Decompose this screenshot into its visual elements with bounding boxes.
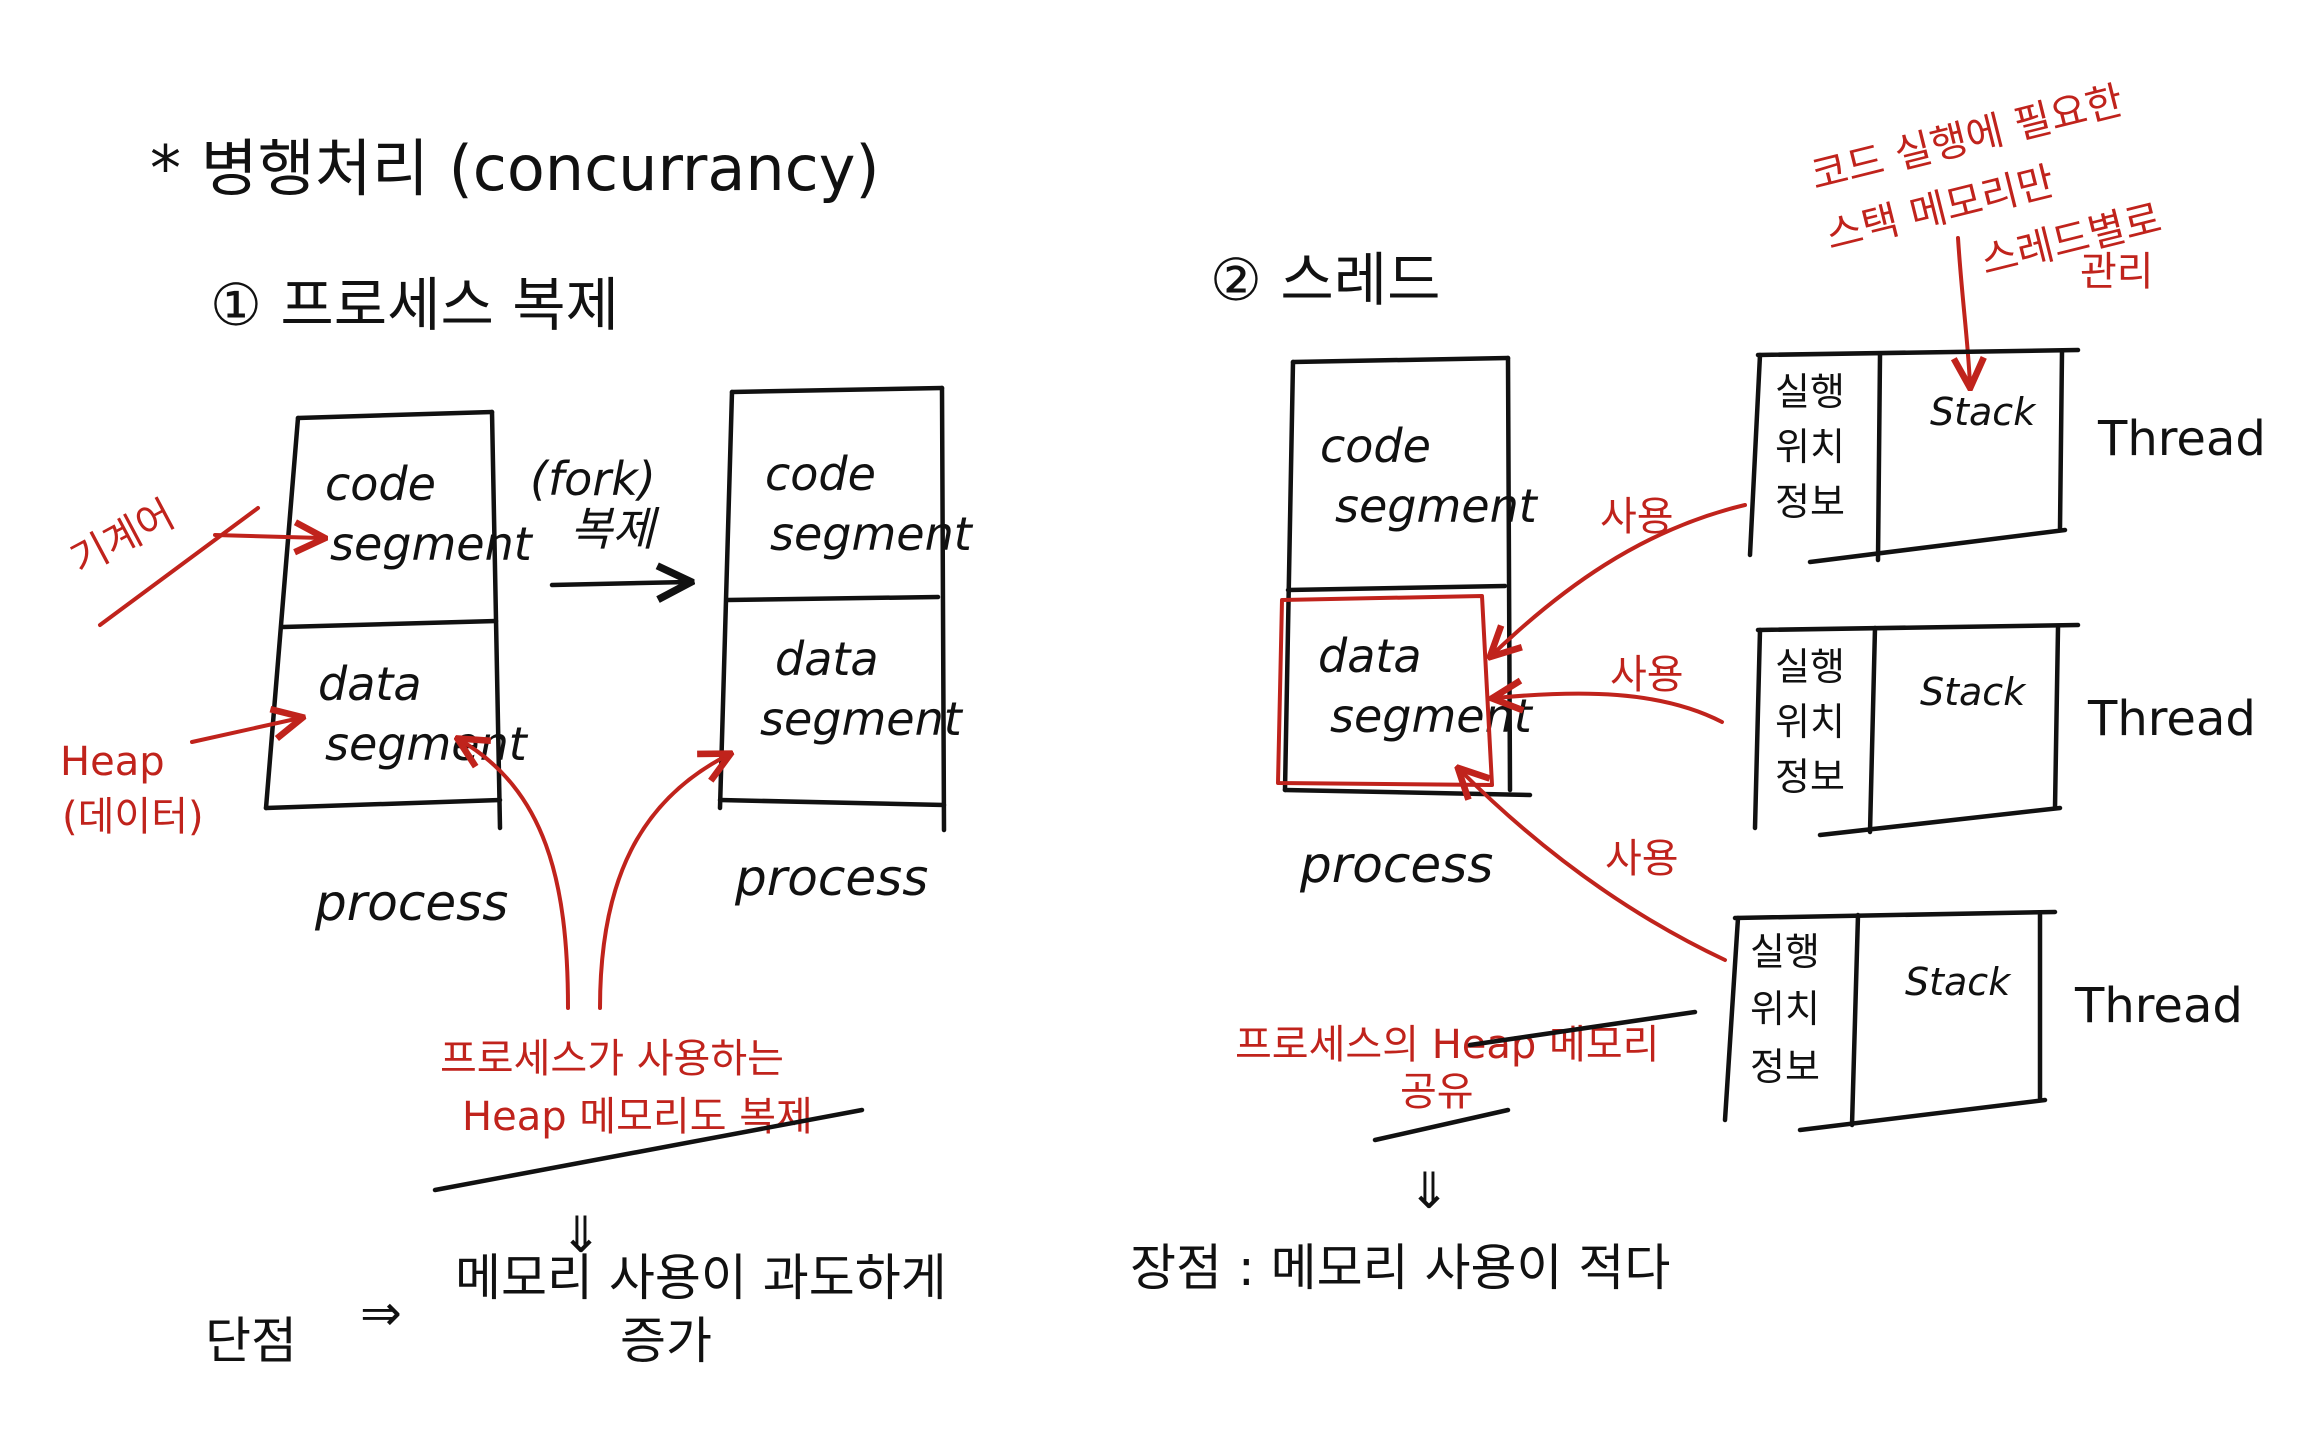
data-segment-label-2: segment: [325, 717, 529, 771]
thread-info-1: 실행: [1750, 930, 1820, 974]
code-segment-label-2: segment: [330, 517, 534, 571]
heap-arrow: [190, 718, 300, 744]
use-arrow-3: [1460, 770, 1727, 962]
section-thread: ② 스레드 code segment data segment process …: [1130, 78, 2266, 1297]
thread-3: 실행 위치 정보 Stack Thread: [1722, 909, 2243, 1133]
heap-share-note-2: 공유: [1400, 1069, 1474, 1115]
thread-stack: Stack: [1905, 960, 2012, 1004]
drawback-text-2: 증가: [620, 1312, 712, 1370]
thread-label: Thread: [2087, 691, 2256, 747]
machine-code-underline: [98, 506, 260, 627]
heap-copy-underline: [432, 1107, 865, 1193]
thread-info-1: 실행: [1775, 645, 1845, 689]
thread-1: 실행 위치 정보 Stack Thread: [1747, 347, 2266, 565]
process-box-right: code segment data segment process: [717, 385, 974, 907]
data-segment-label-1: data: [1318, 629, 1422, 683]
heap-share-note-1: 프로세스의 Heap 메모리: [1235, 1022, 1659, 1068]
share-underline: [1372, 1107, 1511, 1143]
data-segment-label-2: segment: [760, 692, 964, 746]
heap-annotation: Heap: [60, 739, 165, 785]
data-segment-highlight: [1276, 594, 1494, 787]
section2-heading: ② 스레드: [1210, 246, 1441, 314]
stack-note-arrow: [1958, 236, 1970, 385]
advantage-down-arrow: ⇓: [1408, 1162, 1450, 1220]
machine-code-annotation: 기계어: [63, 491, 182, 583]
process-box-left: code segment data segment process: [263, 409, 534, 932]
use-label-3: 사용: [1605, 836, 1679, 882]
stack-note-4: 관리: [2080, 249, 2154, 295]
thread-info-1: 실행: [1775, 370, 1845, 414]
data-segment-label-1: data: [318, 657, 422, 711]
thread-info-2: 위치: [1775, 425, 1845, 469]
code-segment-label-2: segment: [1335, 479, 1539, 533]
process-label-right: process: [734, 849, 928, 907]
heap-underline: [1467, 1009, 1698, 1048]
drawback-arrow: ⇒: [360, 1284, 402, 1342]
heap-data-annotation: (데이터): [62, 794, 204, 840]
thread-label: Thread: [2097, 411, 2266, 467]
section-process-fork: ① 프로세스 복제 code segment data segment proc…: [60, 271, 974, 1370]
thread-info-2: 위치: [1750, 987, 1820, 1031]
drawback-text-1: 메모리 사용이 과도하게: [455, 1249, 947, 1307]
use-arrow-2: [1495, 694, 1724, 724]
thread-info-3: 정보: [1750, 1045, 1820, 1089]
section1-heading: ① 프로세스 복제: [210, 271, 619, 339]
drawback-down-arrow: ⇓: [560, 1206, 602, 1264]
fork-label: (fork): [530, 452, 656, 506]
code-segment-label-1: code: [765, 447, 876, 501]
fork-copy-label: 복제: [570, 502, 660, 556]
heap-copy-arrow-right: [598, 755, 728, 1010]
thread-stack: Stack: [1920, 670, 2027, 714]
data-segment-label-1: data: [775, 632, 879, 686]
thread-info-3: 정보: [1775, 480, 1845, 524]
fork-arrow: [549, 582, 688, 585]
code-segment-label-2: segment: [770, 507, 974, 561]
heap-copy-note-2: Heap 메모리도 복제: [462, 1094, 813, 1140]
use-arrow-1: [1492, 503, 1747, 655]
use-label-2: 사용: [1610, 652, 1684, 698]
advantage-text: 장점 : 메모리 사용이 적다: [1130, 1239, 1670, 1297]
thread-info-2: 위치: [1775, 700, 1845, 744]
machine-code-arrow: [213, 535, 322, 538]
thread-info-3: 정보: [1775, 755, 1845, 799]
code-segment-label-1: code: [325, 457, 436, 511]
thread-label: Thread: [2074, 978, 2243, 1034]
drawback-label: 단점: [205, 1312, 297, 1370]
heap-copy-arrow-left: [460, 740, 570, 1010]
heap-copy-note-1: 프로세스가 사용하는: [440, 1036, 784, 1082]
process-label: process: [1299, 836, 1493, 894]
thread-process-box: code segment data segment process: [1276, 355, 1539, 894]
process-label-left: process: [314, 874, 508, 932]
use-label-1: 사용: [1600, 494, 1674, 540]
thread-2: 실행 위치 정보 Stack Thread: [1752, 622, 2256, 838]
page-title: * 병행처리 (concurrancy): [150, 132, 880, 205]
thread-stack: Stack: [1930, 390, 2037, 434]
code-segment-label-1: code: [1320, 419, 1431, 473]
